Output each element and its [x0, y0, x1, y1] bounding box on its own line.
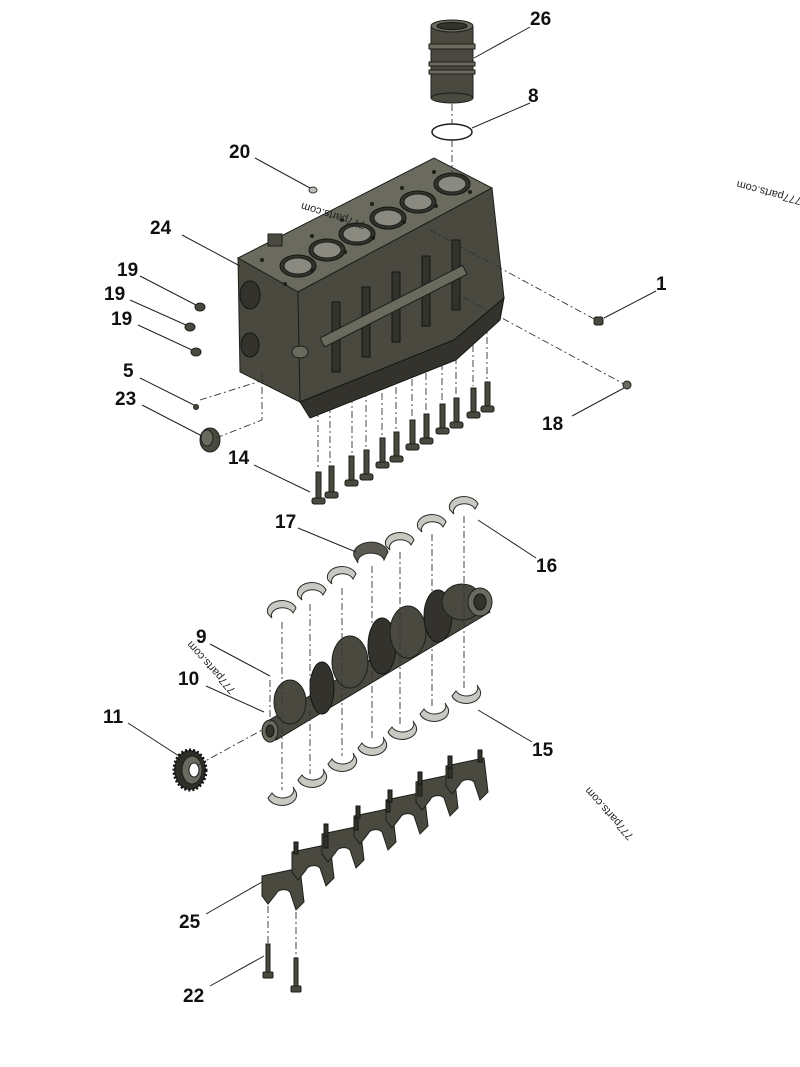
assembly-lines — [197, 104, 625, 958]
callout-23: 23 — [115, 389, 136, 410]
callout-25: 25 — [179, 912, 201, 933]
cylinder-block[interactable] — [236, 157, 505, 419]
block-ribs — [319, 239, 468, 373]
lower-main-bearings[interactable] — [267, 684, 482, 806]
callout-10: 10 — [178, 669, 199, 690]
callout-9: 9 — [196, 627, 207, 648]
callout-labels: 26 8 20 24 19 19 19 1 5 23 18 14 17 16 9… — [103, 9, 667, 1007]
top-plug[interactable] — [308, 186, 318, 194]
watermark-2: 777parts.com — [735, 178, 800, 207]
callout-11: 11 — [103, 707, 124, 728]
callout-24: 24 — [150, 218, 172, 239]
callout-20: 20 — [229, 142, 250, 163]
callout-26: 26 — [530, 9, 551, 30]
callout-19-a: 19 — [117, 260, 138, 281]
callout-15: 15 — [532, 740, 554, 761]
small-plug[interactable] — [193, 404, 199, 410]
head-bolt-holes — [260, 170, 472, 286]
upper-main-bearings[interactable] — [266, 496, 479, 619]
callout-17: 17 — [275, 512, 296, 533]
block-bolts[interactable] — [311, 381, 495, 505]
main-bearing-bolts[interactable] — [262, 943, 302, 993]
leader-lines — [127, 26, 657, 987]
side-plug-lower[interactable] — [622, 380, 632, 390]
o-ring[interactable] — [431, 123, 473, 141]
crankshaft-gear[interactable] — [172, 748, 208, 792]
main-bearing-caps[interactable] — [261, 749, 489, 911]
callout-8: 8 — [528, 86, 539, 107]
cylinder-bores — [279, 172, 471, 278]
callout-16: 16 — [536, 556, 557, 577]
callout-5: 5 — [123, 361, 134, 382]
crankshaft[interactable] — [261, 583, 493, 743]
callout-22: 22 — [183, 986, 204, 1007]
watermark-4: 777parts.com — [583, 784, 637, 842]
cylinder-liner[interactable] — [428, 19, 476, 104]
callout-18: 18 — [542, 414, 563, 435]
callout-19-b: 19 — [104, 284, 125, 305]
callout-19-c: 19 — [111, 309, 132, 330]
expansion-plugs[interactable] — [184, 302, 206, 357]
side-plug[interactable] — [593, 316, 604, 326]
callout-1: 1 — [656, 274, 667, 295]
callout-14: 14 — [228, 448, 250, 469]
camshaft-bushing[interactable] — [199, 427, 221, 453]
